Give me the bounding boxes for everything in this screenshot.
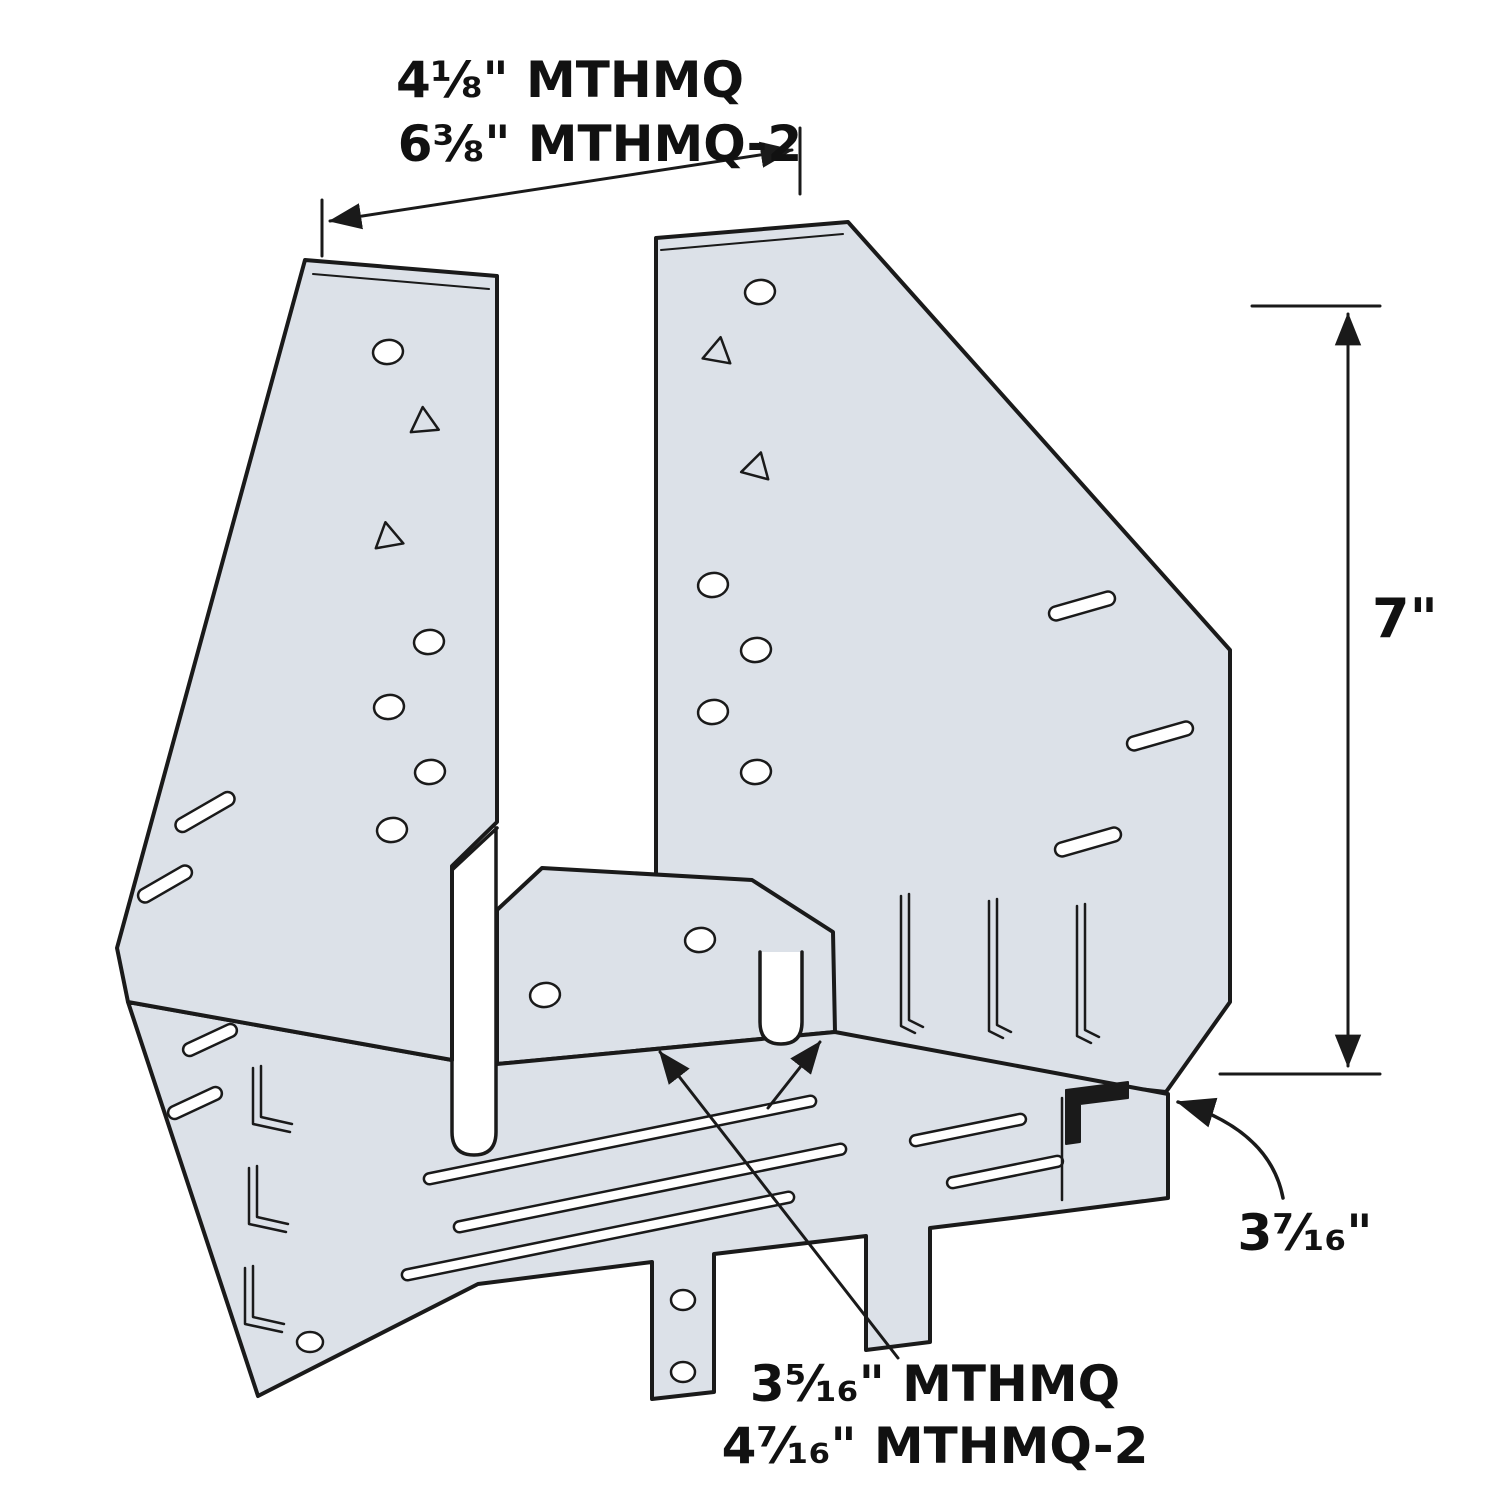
corner-tab-notch: [1065, 1081, 1129, 1145]
seat-slot: [422, 1094, 818, 1186]
triangle-knockout: [409, 405, 440, 434]
triangle-knockout: [739, 451, 770, 481]
nail-hole: [696, 571, 730, 599]
seat-slot: [908, 1112, 1028, 1148]
dim-line-top-width: [328, 141, 794, 230]
nail-hole: [739, 758, 773, 786]
nail-slot: [1047, 590, 1117, 622]
left-plate-face: [115, 258, 499, 1062]
nail-hole: [295, 1330, 325, 1354]
nail-hole: [739, 636, 773, 664]
prong-marks-right: [899, 892, 1101, 1045]
hook-cutouts: [450, 826, 804, 1157]
dim-top-width-label-1: 4⅛" MTHMQ: [396, 51, 744, 109]
nail-hole: [375, 816, 409, 844]
nail-slot: [174, 790, 236, 834]
dim-top-width-label-2: 6⅜" MTHMQ-2: [397, 115, 803, 173]
nail-slot: [136, 864, 194, 904]
dimension-graphics: [320, 126, 1382, 1360]
nail-hole: [528, 981, 562, 1009]
dim-seat-width-label-2: 4⁷⁄₁₆" MTHMQ-2: [721, 1417, 1149, 1475]
dim-flange-depth-label: 3⁷⁄₁₆": [1237, 1204, 1373, 1262]
nail-hole: [743, 278, 777, 306]
nail-hole: [413, 758, 447, 786]
dim-height-label: 7": [1372, 587, 1438, 650]
nail-hole: [683, 926, 717, 954]
nail-hole: [696, 698, 730, 726]
leader-flange-depth: [1176, 1097, 1285, 1200]
hook-slot-right: [758, 950, 804, 1046]
nail-slot: [181, 1022, 239, 1058]
dim-seat-width-label-1: 3⁵⁄₁₆" MTHMQ: [749, 1355, 1121, 1413]
triangle-knockout: [374, 520, 405, 550]
right-plate-edge-line: [660, 233, 844, 251]
triangle-knockout: [701, 335, 732, 365]
seat-slot: [400, 1190, 796, 1282]
gusset-plate: [495, 866, 837, 1066]
nail-hole: [372, 693, 406, 721]
nail-slot: [1053, 826, 1123, 858]
leader-seat-width-2: [766, 1040, 822, 1110]
leader-seat-width: [658, 1050, 900, 1360]
prong-marks-left: [243, 1064, 294, 1334]
left-plate-edge-line: [312, 273, 490, 290]
nail-hole: [669, 1288, 697, 1312]
nail-hole: [412, 628, 446, 656]
nail-hole: [669, 1360, 697, 1384]
nail-slot: [1125, 720, 1195, 752]
nail-slot: [166, 1085, 224, 1121]
left-plate: [115, 258, 499, 1062]
nail-hole: [371, 338, 405, 366]
hook-slot-left: [450, 826, 499, 1157]
